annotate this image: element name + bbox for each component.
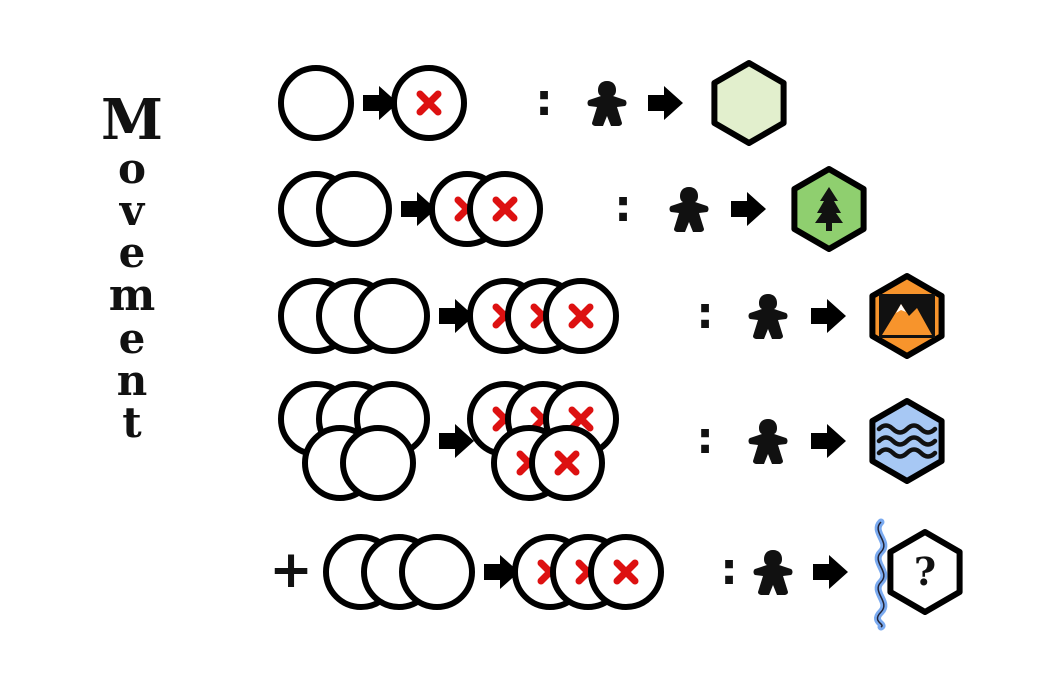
title-letter: n <box>116 356 148 405</box>
red-x-circle-icon <box>588 534 664 610</box>
title-letter: t <box>122 398 142 447</box>
title-letter: M <box>101 87 163 153</box>
movement-row: +:? <box>269 518 963 631</box>
circle-icon <box>316 171 392 247</box>
circle-icon <box>278 65 354 141</box>
mountain-icon <box>879 294 935 338</box>
title-letter: m <box>108 270 156 321</box>
right-arrow-icon <box>731 192 766 226</box>
red-x-circle-icon <box>467 171 543 247</box>
river-outline <box>876 521 885 628</box>
meeple-icon <box>748 419 788 464</box>
movement-row: : <box>278 166 867 252</box>
terrain-hex-mountain <box>869 273 945 359</box>
meeple-icon <box>669 187 709 232</box>
right-arrow-icon <box>813 555 848 589</box>
colon-symbol: : <box>720 544 738 595</box>
circle-icon <box>399 534 475 610</box>
red-x-circle-icon <box>391 65 467 141</box>
terrain-hex-plain <box>711 60 787 146</box>
movement-row: : <box>278 381 945 501</box>
terrain-hex-forest <box>791 166 867 252</box>
colon-symbol: : <box>696 288 714 339</box>
right-arrow-icon <box>811 299 846 333</box>
colon-symbol: : <box>614 181 632 232</box>
colon-symbol: : <box>535 75 553 126</box>
tree-icon <box>815 187 843 231</box>
red-x-circle-icon <box>529 425 605 501</box>
title-letter: e <box>118 314 146 363</box>
meeple-icon <box>587 81 627 126</box>
movement-title: M o v e m e n t <box>82 92 182 444</box>
movement-row: : <box>278 60 787 146</box>
plus-symbol: + <box>269 540 313 600</box>
title-letter: o <box>117 144 146 193</box>
question-icon: ? <box>914 549 936 594</box>
terrain-hex-water <box>869 398 945 484</box>
title-letter: e <box>118 228 146 277</box>
waves-icon <box>876 423 938 459</box>
colon-symbol: : <box>696 413 714 464</box>
meeple-icon <box>748 294 788 339</box>
red-x-circle-icon <box>543 278 619 354</box>
right-arrow-icon <box>648 86 683 120</box>
circle-icon <box>340 425 416 501</box>
meeple-icon <box>753 550 793 595</box>
terrain-hex-unknown: ? <box>887 529 963 615</box>
title-letter: v <box>119 186 145 235</box>
right-arrow-icon <box>811 424 846 458</box>
movement-row: : <box>278 273 945 359</box>
circle-icon <box>354 278 430 354</box>
